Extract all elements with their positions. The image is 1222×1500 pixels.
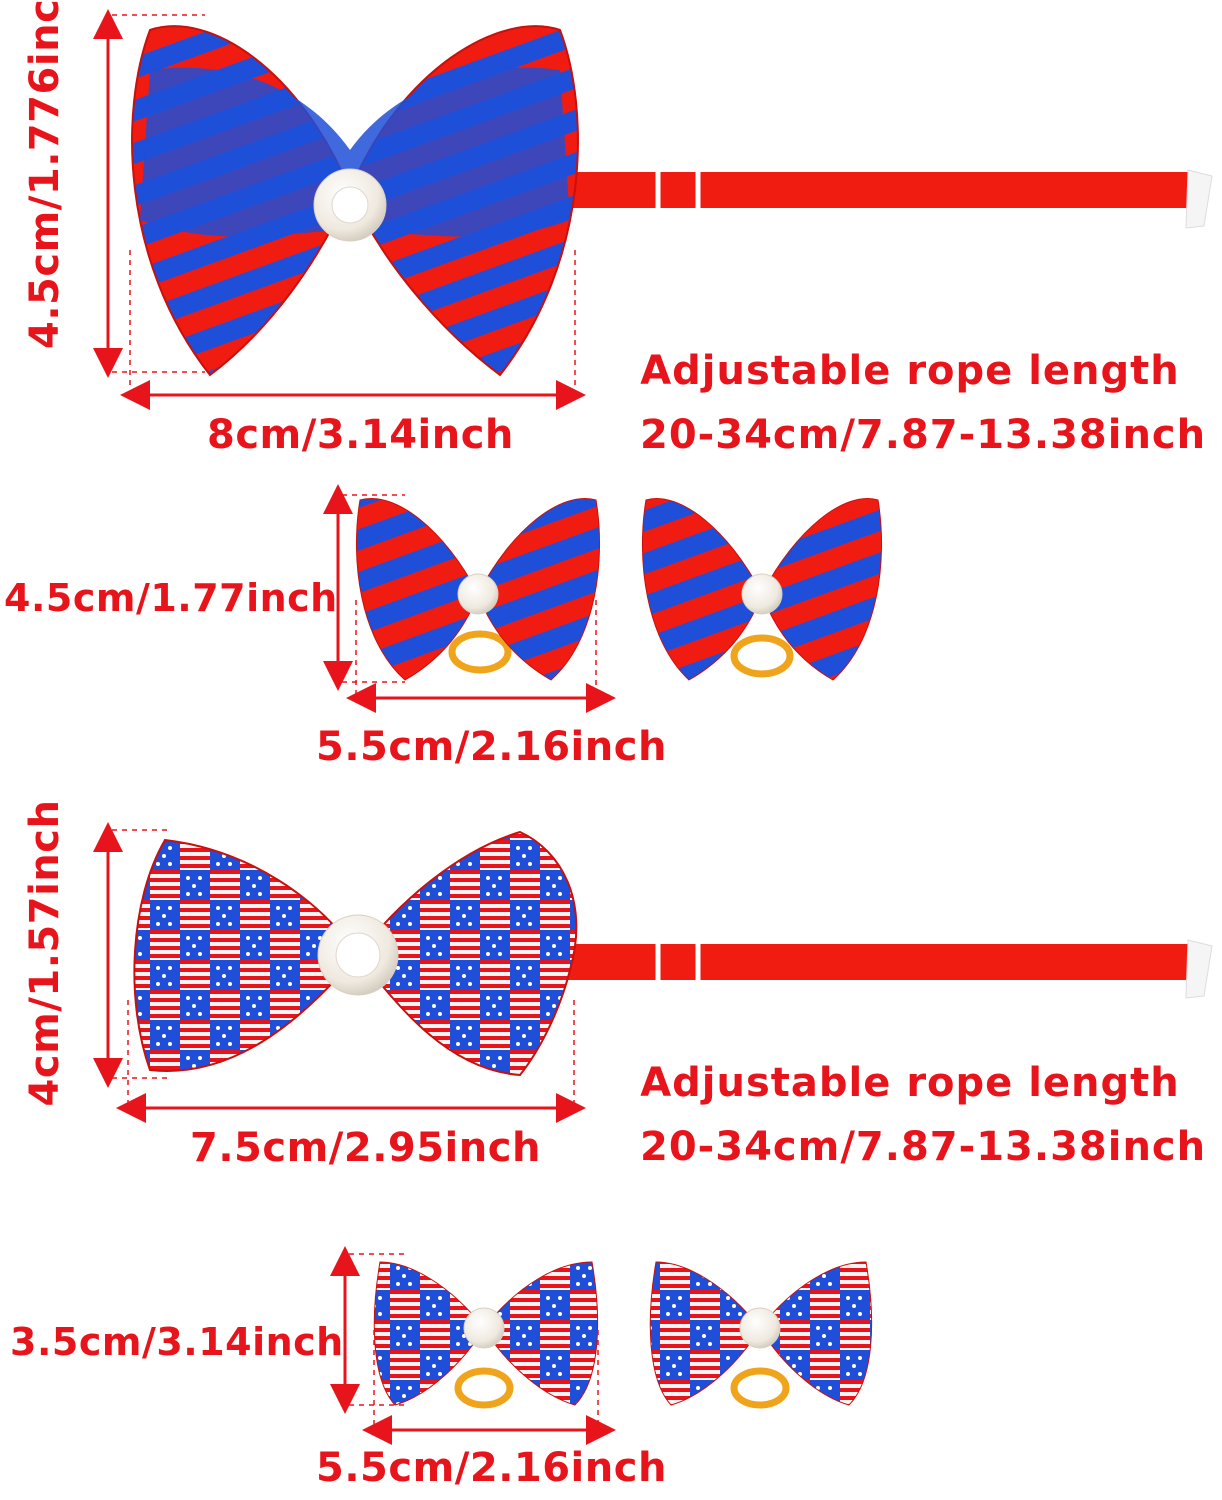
adjustable-strap-icon: [560, 165, 1213, 229]
hair-elastic-icon: [454, 1367, 514, 1409]
height-label-section3: 4cm/1.57inch: [22, 799, 68, 1107]
width-label-section4: 5.5cm/2.16inch: [316, 1445, 667, 1491]
striped-bow-small-left: [356, 498, 600, 681]
pearl-center-icon: [313, 168, 387, 242]
hair-elastic-icon: [448, 630, 512, 674]
rope-title-section1: Adjustable rope length: [640, 348, 1180, 394]
flag-print-bow-icon: [133, 830, 578, 1077]
dimension-lines-3: [93, 822, 586, 1123]
dimension-lines-1: [93, 9, 586, 410]
rope-title-section3: Adjustable rope length: [640, 1060, 1180, 1106]
pearl-center-icon: [317, 914, 399, 996]
width-label-section1: 8cm/3.14inch: [207, 412, 514, 458]
rope-range-section3: 20-34cm/7.87-13.38inch: [640, 1124, 1207, 1170]
width-label-section3: 7.5cm/2.95inch: [190, 1125, 541, 1171]
dimension-lines-4: [330, 1246, 616, 1445]
dimension-lines-2: [323, 484, 616, 713]
striped-bow-collar-large: [131, 25, 1213, 377]
height-label-section4: 3.5cm/3.14inch: [10, 1320, 344, 1364]
width-label-section2: 5.5cm/2.16inch: [316, 724, 667, 770]
flag-print-bow-small-left: [373, 1261, 599, 1409]
adjustable-strap-icon: [560, 937, 1213, 999]
striped-bow-icon: [131, 25, 579, 377]
striped-bow-small-right: [642, 498, 882, 681]
flag-print-bow-small-right: [649, 1261, 873, 1409]
height-label-section2: 4.5cm/1.77inch: [4, 576, 338, 620]
rope-range-section1: 20-34cm/7.87-13.38inch: [640, 412, 1207, 458]
height-label-section1: 4.5cm/1.776inch: [22, 0, 68, 349]
flag-print-bow-collar-large: [133, 830, 1213, 1077]
